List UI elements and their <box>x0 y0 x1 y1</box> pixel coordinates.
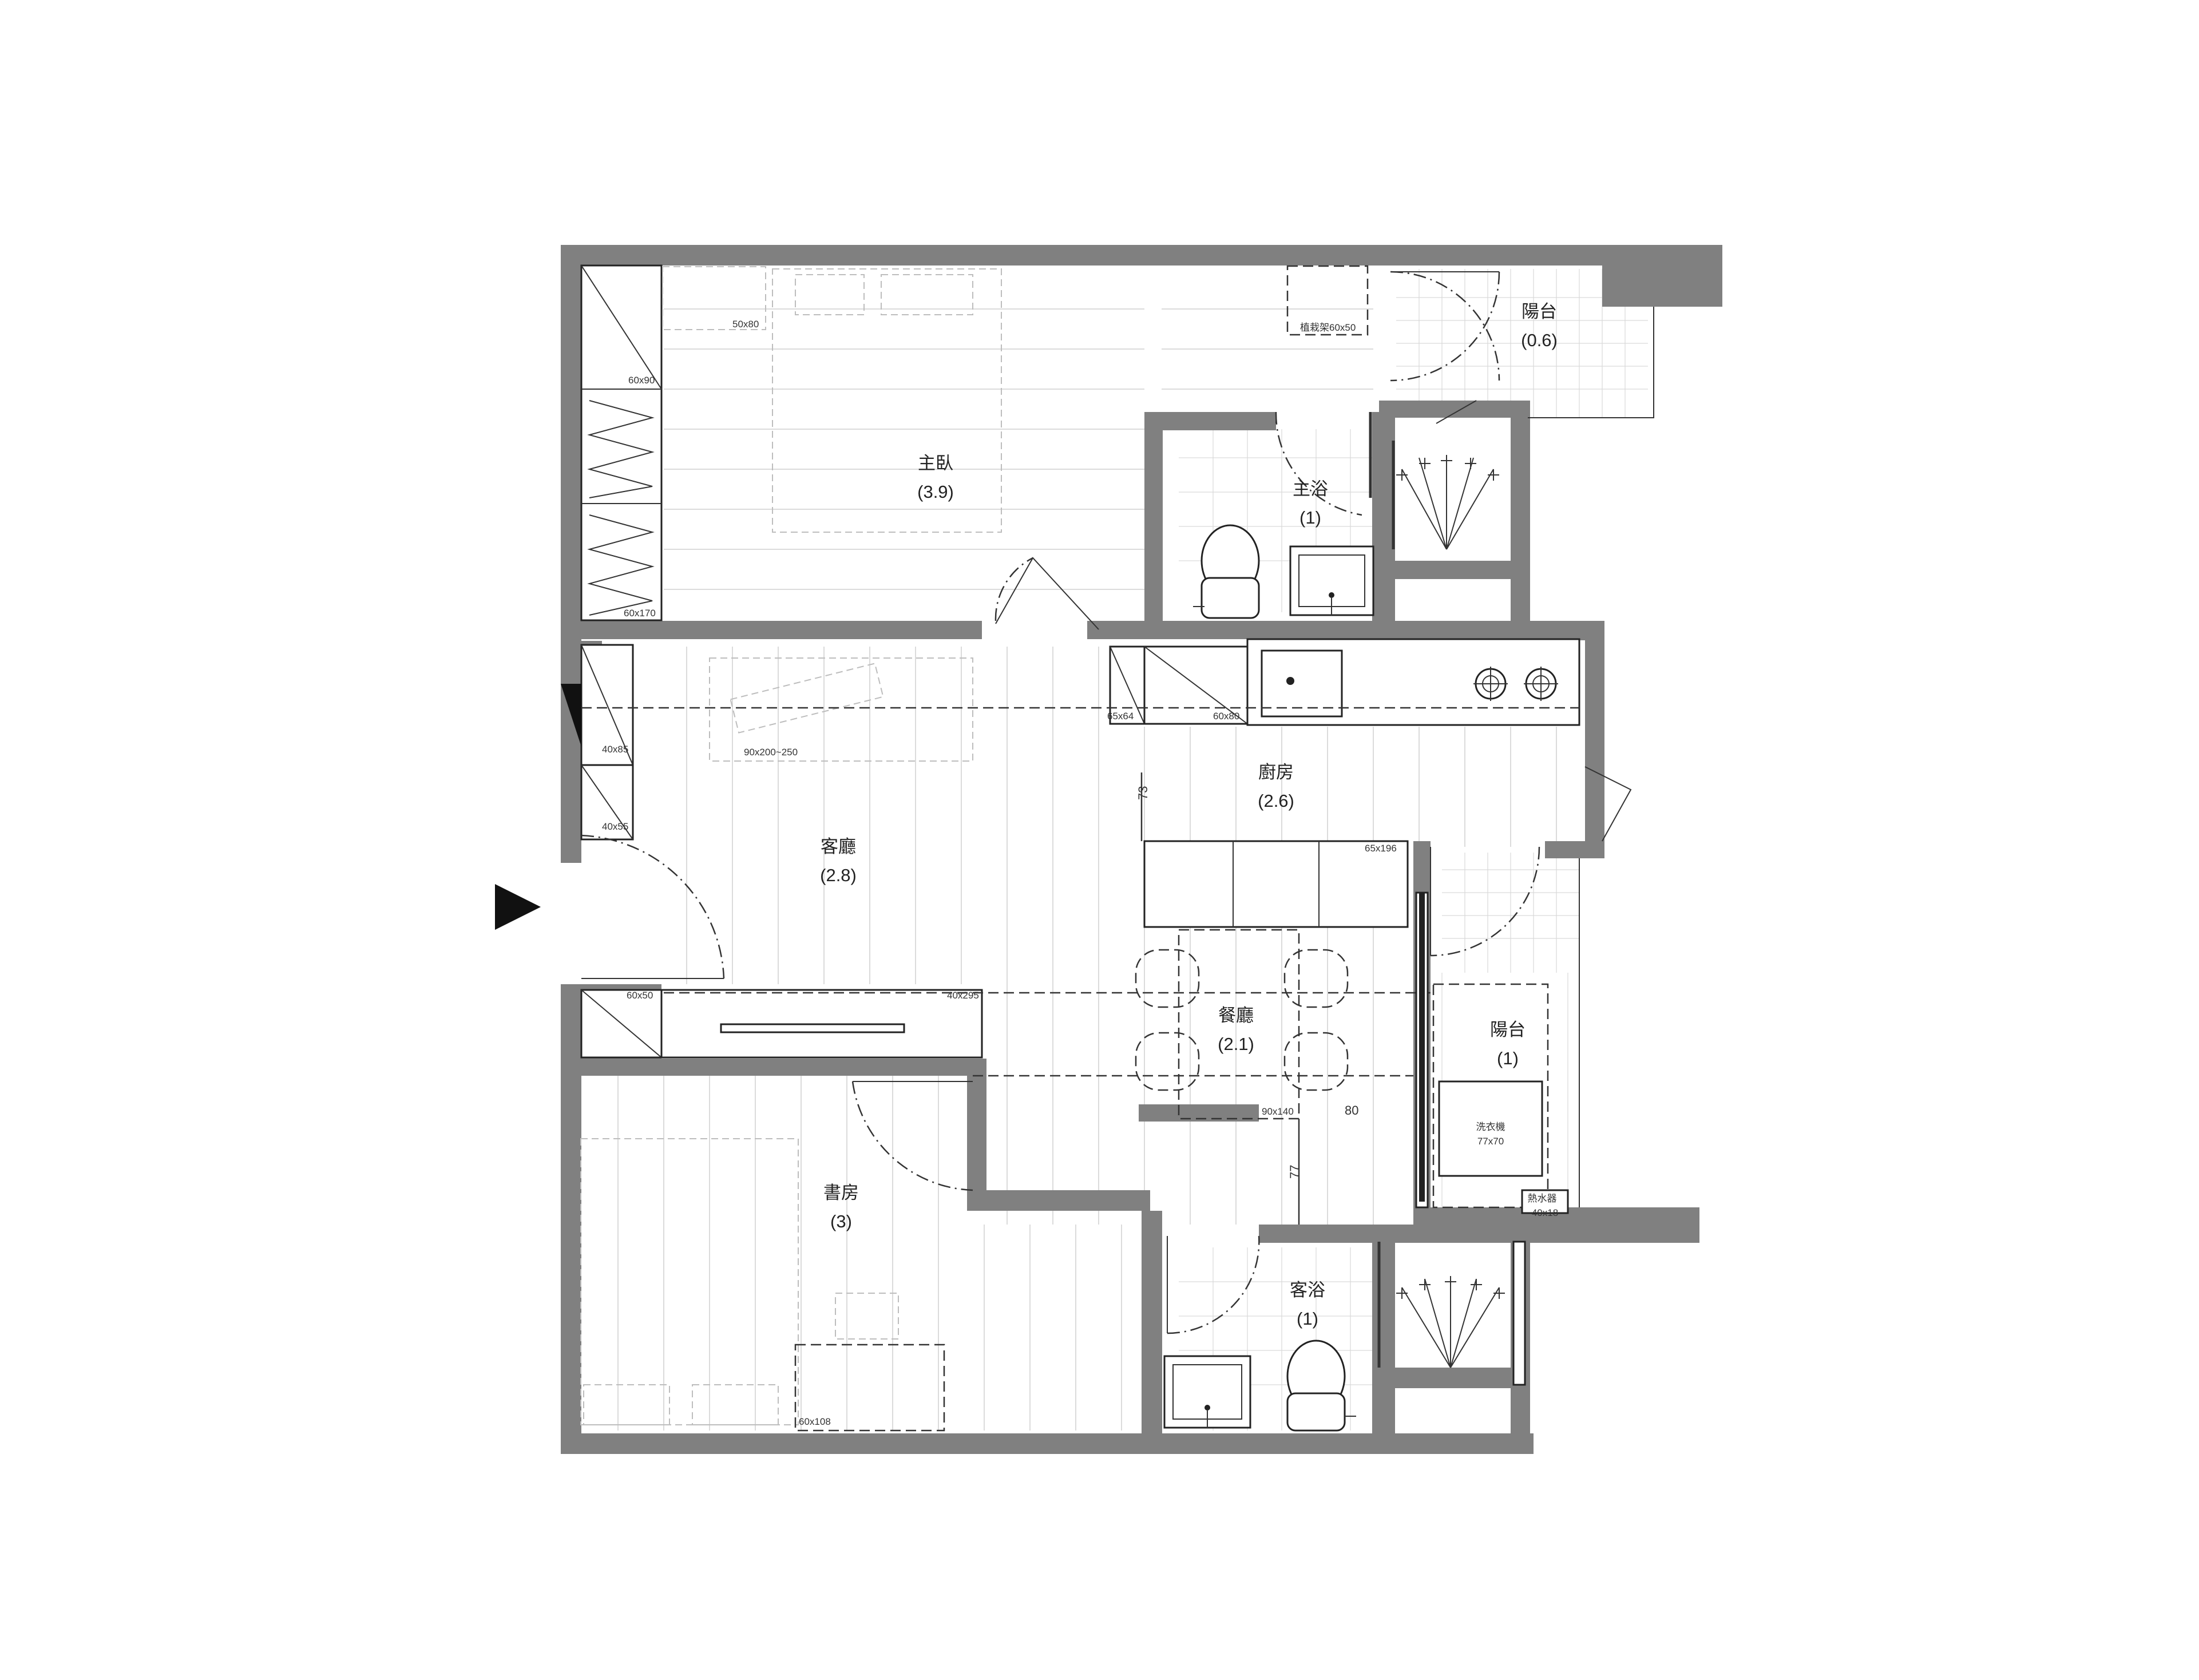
shower-icon <box>1377 1241 1526 1386</box>
dining-set <box>1135 929 1349 1120</box>
dim-dining-table: 90x140 <box>1262 1106 1294 1117</box>
kitchen-counter <box>1109 638 1580 726</box>
dim-clearance-73: 73 <box>1136 786 1150 800</box>
dim-sofa: 90x200~250 <box>744 747 798 758</box>
dim-nightstand: 50x80 <box>732 319 759 330</box>
sink-icon <box>1163 1355 1251 1429</box>
walls <box>561 245 1722 1454</box>
reference-lines <box>581 707 1579 1225</box>
stove-burner-icon <box>1473 667 1558 701</box>
room-area-kitchen: (2.6) <box>1258 791 1294 811</box>
label-washer: 洗衣機 <box>1476 1122 1505 1132</box>
sink-icon <box>1289 545 1374 616</box>
shower-icon <box>1369 412 1499 550</box>
dim-plant-rack: 植栽架60x50 <box>1300 322 1356 333</box>
dim-shoe-cabinet: 60x50 <box>627 990 653 1001</box>
dim-cabinet-a: 40x85 <box>602 744 628 755</box>
room-area-dining: (2.1) <box>1218 1034 1254 1054</box>
master-bath-fixtures <box>1193 412 1499 619</box>
entrance-arrow-icon <box>495 684 581 930</box>
room-name-master-bath: 主浴 <box>1293 479 1328 499</box>
room-area-master-bedroom: (3.9) <box>917 482 954 502</box>
room-name-living: 客廳 <box>821 837 856 857</box>
balcony-railing <box>1528 307 1654 1207</box>
guest-bath-fixtures <box>1163 1241 1526 1432</box>
dim-cabinet-b: 40x55 <box>602 821 628 832</box>
master-wardrobe <box>580 264 663 621</box>
doors <box>581 271 1632 1334</box>
room-name-master-bedroom: 主臥 <box>918 453 953 473</box>
label-water-heater: 熱水器 <box>1528 1193 1557 1204</box>
dim-water-heater: 40x18 <box>1532 1207 1558 1218</box>
toilet-icon <box>1286 1340 1356 1432</box>
room-name-kitchen: 廚房 <box>1258 762 1294 782</box>
room-area-balcony-laundry: (1) <box>1497 1048 1519 1068</box>
floor-pattern-master-bedroom <box>664 308 1373 590</box>
room-name-dining: 餐廳 <box>1218 1005 1254 1025</box>
room-name-balcony-upper: 陽台 <box>1522 302 1557 322</box>
room-name-guest-bath: 客浴 <box>1290 1280 1325 1300</box>
dimension-labels: 60x90 60x170 50x80 植栽架60x50 40x85 40x55 … <box>602 319 1558 1427</box>
laundry-fixtures <box>1415 891 1569 1214</box>
living-cabinets <box>580 644 983 1059</box>
room-area-balcony-upper: (0.6) <box>1521 330 1558 350</box>
dim-desk: 60x108 <box>799 1416 831 1427</box>
room-area-study: (3) <box>830 1211 852 1231</box>
floor-pattern-study <box>617 1076 1122 1431</box>
room-name-study: 書房 <box>823 1183 859 1203</box>
dim-washer: 77x70 <box>1477 1136 1504 1147</box>
dim-tv-cabinet: 40x295 <box>947 990 979 1001</box>
kitchen-island <box>1143 840 1409 928</box>
dim-clearance-80: 80 <box>1345 1103 1358 1118</box>
dim-island: 65x196 <box>1365 843 1397 854</box>
toilet-icon <box>1193 524 1260 619</box>
room-labels: 主臥 (3.9) 主浴 (1) 陽台 (0.6) 客廳 (2.8) 廚房 (2.… <box>820 302 1558 1329</box>
dim-clearance-77: 77 <box>1287 1165 1302 1179</box>
dim-kitchen-counter: 60x80 <box>1213 711 1239 722</box>
dim-fridge: 65x64 <box>1107 711 1134 722</box>
room-area-living: (2.8) <box>820 865 857 885</box>
room-name-balcony-laundry: 陽台 <box>1490 1020 1526 1040</box>
room-area-guest-bath: (1) <box>1297 1309 1318 1329</box>
dim-wardrobe-top: 60x90 <box>628 375 655 386</box>
furniture <box>580 265 1369 1432</box>
dim-wardrobe-bottom: 60x170 <box>624 608 656 619</box>
floor-pattern-living <box>686 647 1557 1225</box>
room-area-master-bath: (1) <box>1299 508 1321 528</box>
